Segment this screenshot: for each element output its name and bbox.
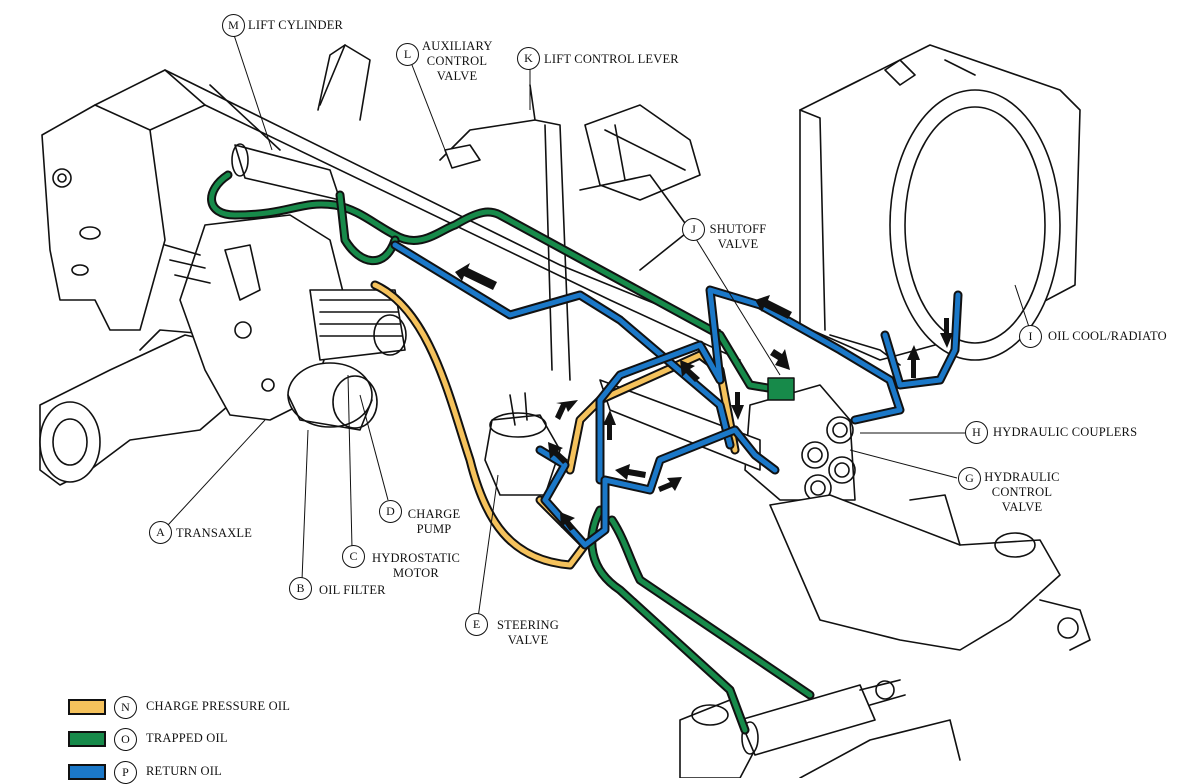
callout-a: A — [149, 521, 172, 544]
label-line: CHARGE — [407, 507, 461, 521]
label-lift-control-lever: LIFT CONTROL LEVER — [544, 52, 679, 66]
hydraulic-lines — [207, 170, 963, 735]
label-auxiliary-control-valve: AUXILIARY CONTROL VALVE — [422, 39, 492, 84]
flow-arrow-icon — [555, 400, 578, 420]
flow-arrow-icon — [455, 263, 497, 290]
callout-k: K — [517, 47, 540, 70]
callout-e: E — [465, 613, 488, 636]
callout-b: B — [289, 577, 312, 600]
label-hydraulic-control-valve: HYDRAULIC CONTROL VALVE — [984, 470, 1060, 515]
label-oil-cooler-radiator: OIL COOL/RADIATO — [1048, 329, 1167, 343]
flow-arrow-icon — [680, 360, 700, 382]
callout-i: I — [1019, 325, 1042, 348]
legend-label: TRAPPED OIL — [146, 731, 228, 745]
label-line: STEERING — [496, 618, 559, 632]
callout-g: G — [958, 467, 981, 490]
label-line: PUMP — [416, 522, 452, 536]
label-line: HYDROSTATIC — [371, 551, 460, 565]
label-hydraulic-couplers: HYDRAULIC COUPLERS — [993, 425, 1138, 439]
flow-arrow-icon — [940, 318, 953, 348]
label-line: CONTROL — [426, 54, 488, 68]
label-lift-cylinder: LIFT CYLINDER — [248, 18, 344, 32]
callout-p: P — [114, 761, 137, 784]
legend-label: RETURN OIL — [146, 764, 222, 778]
label-transaxle: TRANSAXLE — [176, 526, 253, 540]
label-line: HYDRAULIC — [984, 470, 1060, 484]
trapped-oil-line — [207, 170, 815, 735]
callout-d: D — [379, 500, 402, 523]
flow-arrow-icon — [603, 410, 616, 440]
label-oil-filter: OIL FILTER — [319, 583, 386, 597]
label-line: VALVE — [717, 237, 759, 251]
flow-arrows — [455, 263, 953, 531]
flow-arrow-icon — [548, 442, 568, 464]
label-shutoff-valve: SHUTOFF VALVE — [706, 222, 770, 252]
label-line: MOTOR — [393, 566, 439, 580]
flow-arrow-icon — [560, 512, 575, 531]
flow-arrow-icon — [755, 295, 792, 319]
callout-l: L — [396, 43, 419, 66]
label-line: AUXILIARY — [422, 39, 493, 53]
label-hydrostatic-motor: HYDROSTATIC MOTOR — [368, 551, 464, 581]
callout-j: J — [682, 218, 705, 241]
flow-arrow-icon — [615, 464, 646, 480]
callout-c: C — [342, 545, 365, 568]
label-line: VALVE — [1001, 500, 1043, 514]
return-oil-line — [390, 240, 963, 550]
leader-lines — [167, 34, 1031, 619]
label-steering-valve: STEERING VALVE — [492, 618, 564, 648]
label-line: VALVE — [436, 69, 478, 83]
flow-arrow-icon — [658, 477, 682, 492]
tractor-frame-drawing — [39, 44, 1091, 778]
shutoff-valve-body — [767, 377, 795, 401]
label-line: CONTROL — [991, 485, 1053, 499]
callout-h: H — [965, 421, 988, 444]
flow-arrow-icon — [907, 345, 920, 378]
legend-swatch-charge-pressure — [68, 699, 106, 715]
legend-label: CHARGE PRESSURE OIL — [146, 699, 291, 713]
flow-arrow-icon — [731, 392, 744, 420]
label-charge-pump: CHARGE PUMP — [404, 507, 464, 537]
callout-o: O — [114, 728, 137, 751]
label-line: VALVE — [507, 633, 549, 647]
callout-m: M — [222, 14, 245, 37]
callout-n: N — [114, 696, 137, 719]
legend-swatch-trapped — [68, 731, 106, 747]
flow-arrow-icon — [770, 349, 790, 370]
label-line: SHUTOFF — [709, 222, 767, 236]
